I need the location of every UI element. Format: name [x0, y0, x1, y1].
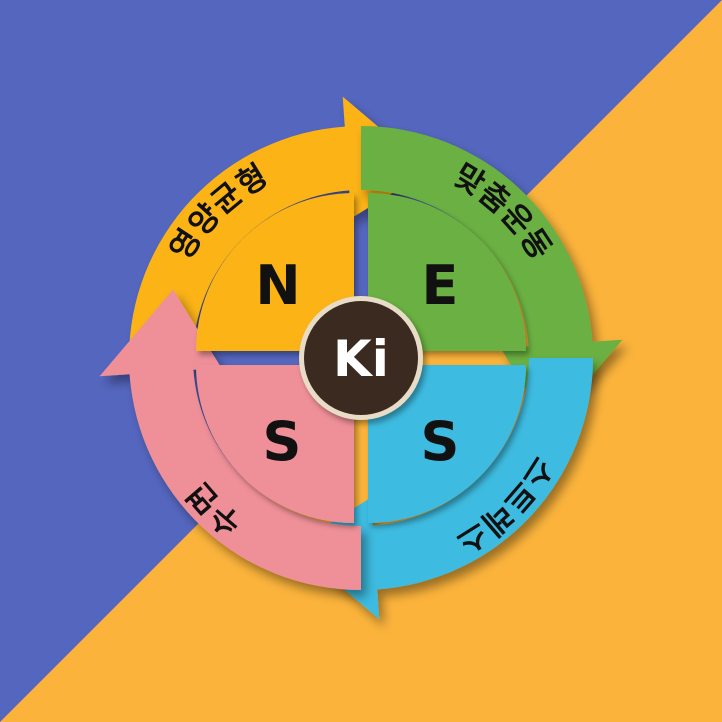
- quadrant-e: [368, 193, 526, 351]
- hub-label: Ki: [333, 330, 389, 388]
- cycle-arrows: [99, 96, 623, 620]
- hub-circle: [304, 301, 418, 415]
- quadrant-letter-e: E: [422, 254, 459, 317]
- quadrant-letter-s-right: S: [421, 410, 460, 473]
- arrow-exercise: [361, 126, 623, 427]
- inner-pie: [196, 193, 526, 523]
- quadrant-letter-s-left: S: [263, 410, 302, 473]
- quadrant-s-right: [368, 365, 526, 523]
- quadrant-s-left: [196, 365, 354, 523]
- arrow-sleep: [99, 289, 361, 590]
- quadrant-n: [196, 193, 354, 351]
- quadrant-letter-n: N: [255, 254, 300, 317]
- arrow-stress: [292, 358, 593, 620]
- arrow-nutrition: [129, 96, 430, 358]
